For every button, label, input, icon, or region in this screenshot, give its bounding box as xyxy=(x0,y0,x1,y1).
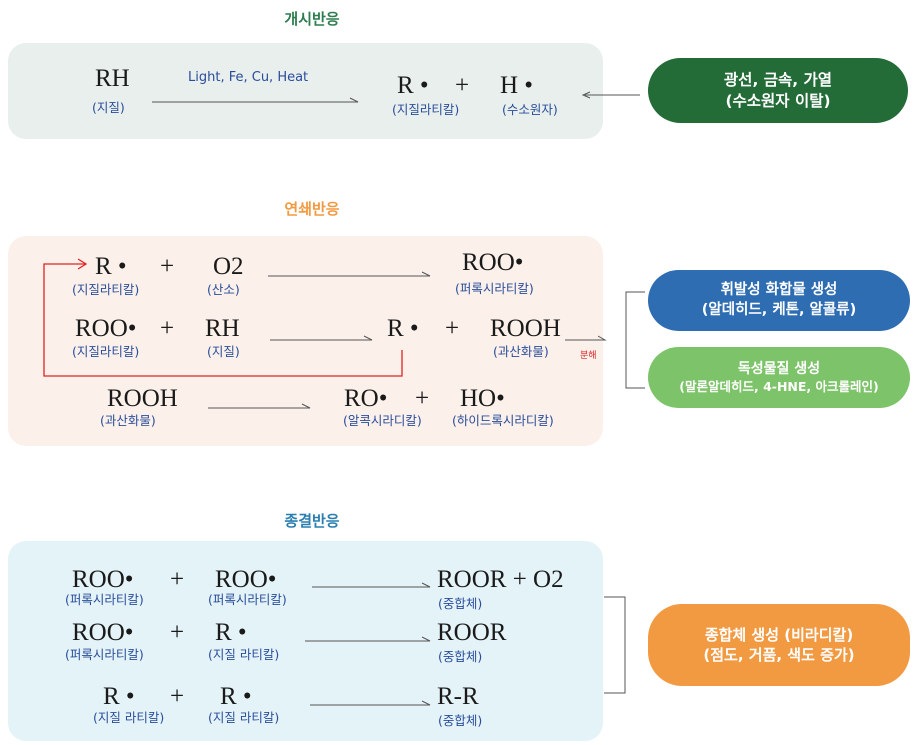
term-t1-prod: ROOR + O2 xyxy=(437,566,564,593)
green-pill-line1: 독성물질 생성 xyxy=(737,360,821,377)
propagation-title: 연쇄반응 xyxy=(284,200,340,218)
term-t3-prod: R-R xyxy=(437,683,479,710)
initiation-pill-arrowhead xyxy=(581,91,591,99)
initiation-panel xyxy=(8,43,603,139)
initiation-pill: 광선, 금속, 가열 (수소원자 이탈) xyxy=(648,58,908,123)
prop-r1-prod: ROO• xyxy=(462,249,524,276)
term-t1-a: ROO• xyxy=(72,566,134,593)
term-t2-b: R • xyxy=(215,619,247,646)
term-t1-b-label: (퍼록시라티칼) xyxy=(208,592,287,607)
prop-r1-b: O2 xyxy=(213,253,244,280)
prop-r3-prod1-label: (알콕시라디칼) xyxy=(343,413,422,428)
prop-row2-arrow xyxy=(270,335,373,341)
term-t1-prod-label: (중합체) xyxy=(438,596,483,611)
prop-r1-a-label: (지질라티칼) xyxy=(72,282,140,297)
term-t3-arrow xyxy=(310,700,431,706)
propagation-panel xyxy=(8,236,603,446)
term-t3-a: R • xyxy=(103,683,135,710)
prop-r3-plus: + xyxy=(415,385,430,412)
green-pill-line2: (말론알데히드, 4-HNE, 아크롤레인) xyxy=(679,378,879,394)
term-t3-prod-label: (중합체) xyxy=(438,713,483,728)
initiation-rh-label: (지질) xyxy=(92,100,125,115)
term-t1-a-label: (퍼록시라티칼) xyxy=(65,592,144,607)
term-t2-a-label: (퍼록시라티칼) xyxy=(65,647,144,662)
prop-r2-prod2: ROOH xyxy=(490,315,561,342)
termination-bracket xyxy=(604,596,626,694)
prop-r3-prod1: RO• xyxy=(344,385,388,412)
prop-r2-plus: + xyxy=(160,315,175,342)
prop-r2-a-label: (지질라티칼) xyxy=(72,344,140,359)
prop-row1-arrow xyxy=(268,271,431,277)
initiation-pill-line2: (수소원자 이탈) xyxy=(725,91,831,110)
termination-pill: 종합체 생성 (비라디칼) (점도, 거품, 색도 증가) xyxy=(648,604,910,686)
prop-r1-a: R • xyxy=(95,253,127,280)
term-t2-b-label: (지질 라티칼) xyxy=(208,647,280,662)
term-t2-a: ROO• xyxy=(72,619,134,646)
initiation-rh: RH xyxy=(95,65,130,92)
prop-r2-prod2-label: (과산화물) xyxy=(493,344,549,359)
prop-r3-prod2-label: (하이드록시라디칼) xyxy=(452,413,554,428)
term-t2-plus: + xyxy=(170,619,185,646)
blue-pill-line1: 휘발성 화합물 생성 xyxy=(720,281,838,298)
green-pill: 독성물질 생성 (말론알데히드, 4-HNE, 아크롤레인) xyxy=(648,347,910,408)
term-t1-plus: + xyxy=(170,566,185,593)
prop-r2-b-label: (지질) xyxy=(207,344,240,359)
term-t3-b-label: (지질 라티칼) xyxy=(208,710,280,725)
cycle-loop xyxy=(43,263,403,377)
prop-r3-a-label: (과산화물) xyxy=(100,413,156,428)
termination-pill-line1: 종합체 생성 (비라디칼) xyxy=(704,625,854,644)
propagation-bracket xyxy=(625,291,645,389)
blue-pill-line2: (알데히드, 케톤, 알콜류) xyxy=(701,301,857,318)
prop-r1-plus: + xyxy=(160,253,175,280)
prop-r1-b-label: (산소) xyxy=(207,282,240,297)
prop-r3-prod2: HO• xyxy=(460,385,505,412)
prop-r1-prod-label: (퍼록시라티칼) xyxy=(455,281,534,296)
initiation-r: R • xyxy=(397,72,429,99)
cycle-loop-arrowhead xyxy=(77,258,88,270)
initiation-r-label: (지질라티칼) xyxy=(392,102,460,117)
term-t1-arrow xyxy=(312,582,431,588)
initiation-h-label: (수소원자) xyxy=(502,102,558,117)
term-t2-prod-label: (중합체) xyxy=(438,649,483,664)
termination-pill-line2: (점도, 거품, 색도 증가) xyxy=(703,646,855,664)
term-t3-a-label: (지질 라티칼) xyxy=(93,710,165,725)
initiation-arrow xyxy=(152,97,359,103)
prop-row3-arrow xyxy=(208,403,311,409)
initiation-plus: + xyxy=(455,72,470,99)
prop-r2-plus2: + xyxy=(445,315,460,342)
term-t3-b: R • xyxy=(220,683,252,710)
initiation-h: H • xyxy=(500,72,534,99)
prop-r3-a: ROOH xyxy=(107,385,178,412)
blue-pill: 휘발성 화합물 생성 (알데히드, 케톤, 알콜류) xyxy=(648,270,910,331)
term-t1-b: ROO• xyxy=(215,566,277,593)
term-t2-arrow xyxy=(305,636,431,642)
termination-title: 종결반응 xyxy=(284,512,340,530)
term-t3-plus: + xyxy=(170,683,185,710)
term-t2-prod: ROOR xyxy=(437,619,507,646)
initiation-title: 개시반응 xyxy=(284,10,340,28)
prop-r2-b: RH xyxy=(205,315,240,342)
initiation-conditions: Light, Fe, Cu, Heat xyxy=(188,70,309,85)
prop-r2-a: ROO• xyxy=(75,315,137,342)
initiation-pill-line1: 광선, 금속, 가열 xyxy=(723,70,833,89)
decomposition-label: 분해 xyxy=(580,351,597,361)
prop-r2-prod1: R • xyxy=(387,315,419,342)
decomposition-arrow xyxy=(565,335,607,341)
